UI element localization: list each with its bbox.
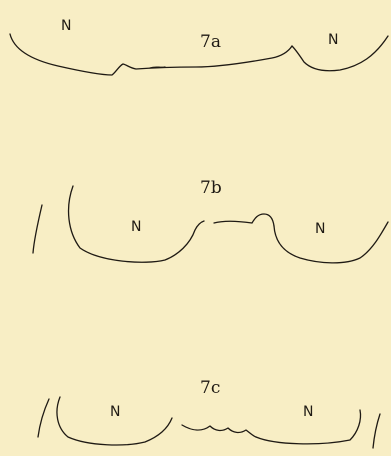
figure-7b-title: 7b <box>200 180 222 197</box>
figure-7a-left-region-label: N <box>61 19 71 33</box>
figure-7b-outer-left-mark <box>33 205 42 253</box>
figure-7b-right-region-label: N <box>315 222 325 236</box>
figure-7c-left-region-label: N <box>110 405 120 419</box>
figure-7a-left-lobe <box>10 34 292 75</box>
figure-7c-right-region-label: N <box>303 405 313 419</box>
figure-7a-right-region-label: N <box>328 33 338 47</box>
figure-7c-middle-notches <box>182 425 256 437</box>
figure-7b-left-region-label: N <box>131 220 141 234</box>
figure-7a-title: 7a <box>200 34 221 51</box>
figure-7a-right-lobe <box>292 36 388 71</box>
figure-7b-right-lobe <box>274 222 388 263</box>
figure-7c-outer-right-mark <box>373 414 380 448</box>
figure-7c-outline <box>38 397 380 448</box>
figure-7c-outer-left-mark <box>38 399 49 437</box>
figure-7b-middle-notch <box>214 214 274 226</box>
figure-7c-title: 7c <box>200 380 220 397</box>
